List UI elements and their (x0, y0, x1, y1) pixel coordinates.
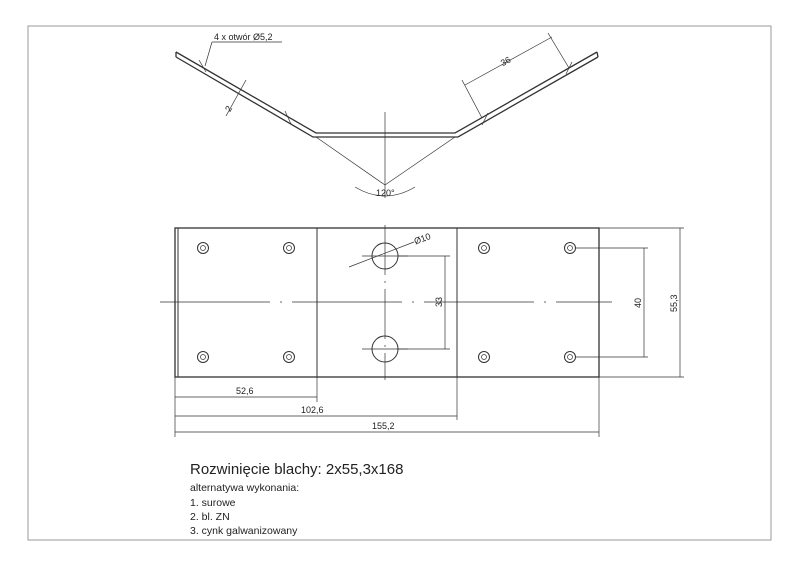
hole-center-label: Ø10 (413, 231, 432, 246)
angle-arc (354, 186, 416, 197)
hole-right-top-outer (478, 242, 490, 254)
caption: Rozwinięcie blachy: 2x55,3x168 alternaty… (190, 461, 403, 537)
caption-option-1: 1. surowe (190, 497, 236, 509)
hole-left-bot2-inner (286, 354, 292, 360)
holes-label: 4 x otwór Ø5,2 (214, 32, 273, 42)
dim-bend1-label: 52,6 (236, 386, 254, 396)
angle-line-left (315, 136, 386, 186)
hole-left-bot-outer (197, 351, 209, 363)
dim-center-holes-label: 33 (434, 297, 444, 307)
dim-flange-label: 36 (499, 55, 513, 69)
hole-right-bot2-outer (564, 351, 576, 363)
caption-option-2: 2. bl. ZN (190, 511, 230, 523)
dim-bend2-label: 102,6 (301, 405, 324, 415)
top-view: 120° 4 x otwór Ø5,2 36 2 (175, 32, 599, 198)
angle-label: 120° (376, 188, 395, 198)
caption-option-3: 3. cynk galwanizowany (190, 525, 298, 537)
small-holes (197, 242, 576, 363)
dim-36-line (464, 36, 553, 86)
hole-right-top2-outer (564, 242, 576, 254)
hole-right-bot-inner (481, 354, 487, 360)
hole-right-top-inner (481, 245, 487, 251)
hole-left-top-outer (197, 242, 209, 254)
bent-profile-outer (175, 51, 598, 134)
hole-left-bot-inner (200, 354, 206, 360)
hole-left-top-inner (200, 245, 206, 251)
hole-left-top2-outer (283, 242, 295, 254)
holes-leader (204, 41, 213, 67)
hole-axis-left-1 (198, 59, 207, 73)
hole-right-top2-inner (567, 245, 573, 251)
dim-total-label: 155,2 (372, 421, 395, 431)
dim-thickness-label: 2 (223, 104, 234, 113)
dim-36-ext-1 (461, 79, 483, 119)
bent-profile-inner (175, 56, 599, 138)
hole-right-bot2-inner (567, 354, 573, 360)
hole-axis-right-1 (481, 112, 489, 126)
hole-axis-left-2 (284, 110, 292, 125)
drawing-frame (27, 25, 772, 541)
dim-36-ext-2 (547, 32, 570, 69)
profile-end-right (596, 51, 599, 58)
plan-view: Ø10 33 40 55,3 52,6 102,6 155,2 (160, 225, 684, 437)
hole-left-bot2-outer (283, 351, 295, 363)
plate-outline (174, 227, 600, 378)
dim-height-label: 55,3 (669, 294, 679, 312)
hole-left-top2-inner (286, 245, 292, 251)
dim-2-line (225, 79, 247, 117)
hole-right-bot-outer (478, 351, 490, 363)
angle-line-right (384, 136, 456, 186)
caption-title: Rozwinięcie blachy: 2x55,3x168 (190, 461, 403, 478)
caption-subtitle: alternatywa wykonania: (190, 482, 299, 494)
dim-side-holes-label: 40 (633, 298, 643, 308)
hole-10-leader (348, 241, 415, 268)
